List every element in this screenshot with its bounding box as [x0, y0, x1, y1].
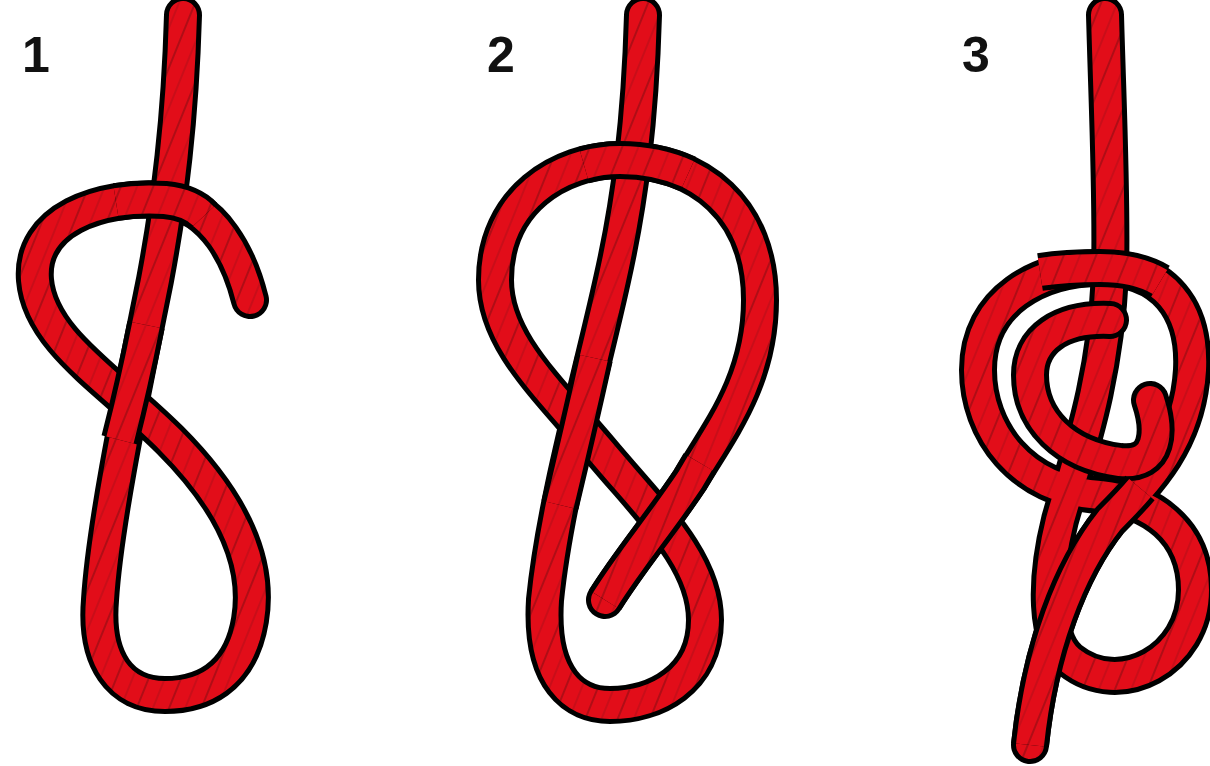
step-number: 1 [22, 30, 50, 80]
rope-step-3 [978, 15, 1195, 745]
rope-step-2 [495, 15, 760, 705]
rope-step-1 [35, 15, 252, 695]
step-number: 2 [487, 30, 515, 80]
step-number: 3 [962, 30, 990, 80]
